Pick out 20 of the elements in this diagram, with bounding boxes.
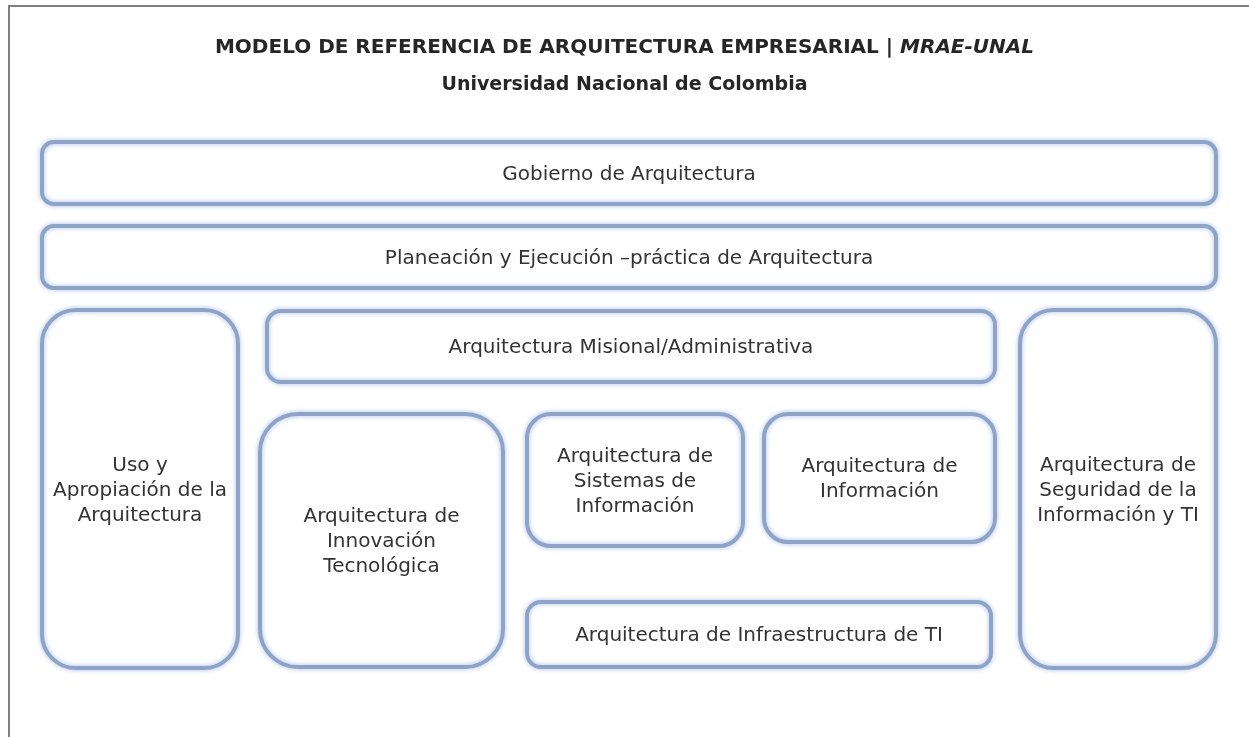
layer-label: Arquitectura de Sistemas de Información bbox=[556, 442, 714, 518]
layer-box bbox=[265, 309, 997, 384]
layer-box bbox=[525, 412, 745, 548]
layer-box bbox=[525, 600, 993, 669]
layer-label: Arquitectura de Seguridad de la Información y TI bbox=[1036, 451, 1200, 527]
layer-box bbox=[40, 224, 1218, 290]
layer-box bbox=[762, 412, 997, 544]
layer-box bbox=[1018, 308, 1218, 670]
layer-label: Arquitectura Misional/Administrativa bbox=[448, 334, 814, 359]
layer-label: Gobierno de Arquitectura bbox=[502, 160, 756, 186]
layer-label: Arquitectura de Información bbox=[800, 453, 959, 503]
layer-box bbox=[258, 412, 505, 669]
layer-box bbox=[40, 308, 240, 670]
subtitle: Universidad Nacional de Colombia bbox=[440, 72, 809, 94]
layer-label: Uso y Apropiación de la Arquitectura bbox=[52, 451, 228, 527]
diagram-title: MODELO DE REFERENCIA DE ARQUITECTURA EMPRESARIAL | MRAE-UNAL bbox=[213, 34, 1036, 58]
layer-box bbox=[40, 140, 1218, 206]
layer-label: Arquitectura de Infraestructura de TI bbox=[575, 622, 943, 647]
layer-label: Planeación y Ejecución –práctica de Arquitectura bbox=[384, 244, 874, 270]
layer-label: Arquitectura de Innovación Tecnológica bbox=[302, 503, 461, 578]
